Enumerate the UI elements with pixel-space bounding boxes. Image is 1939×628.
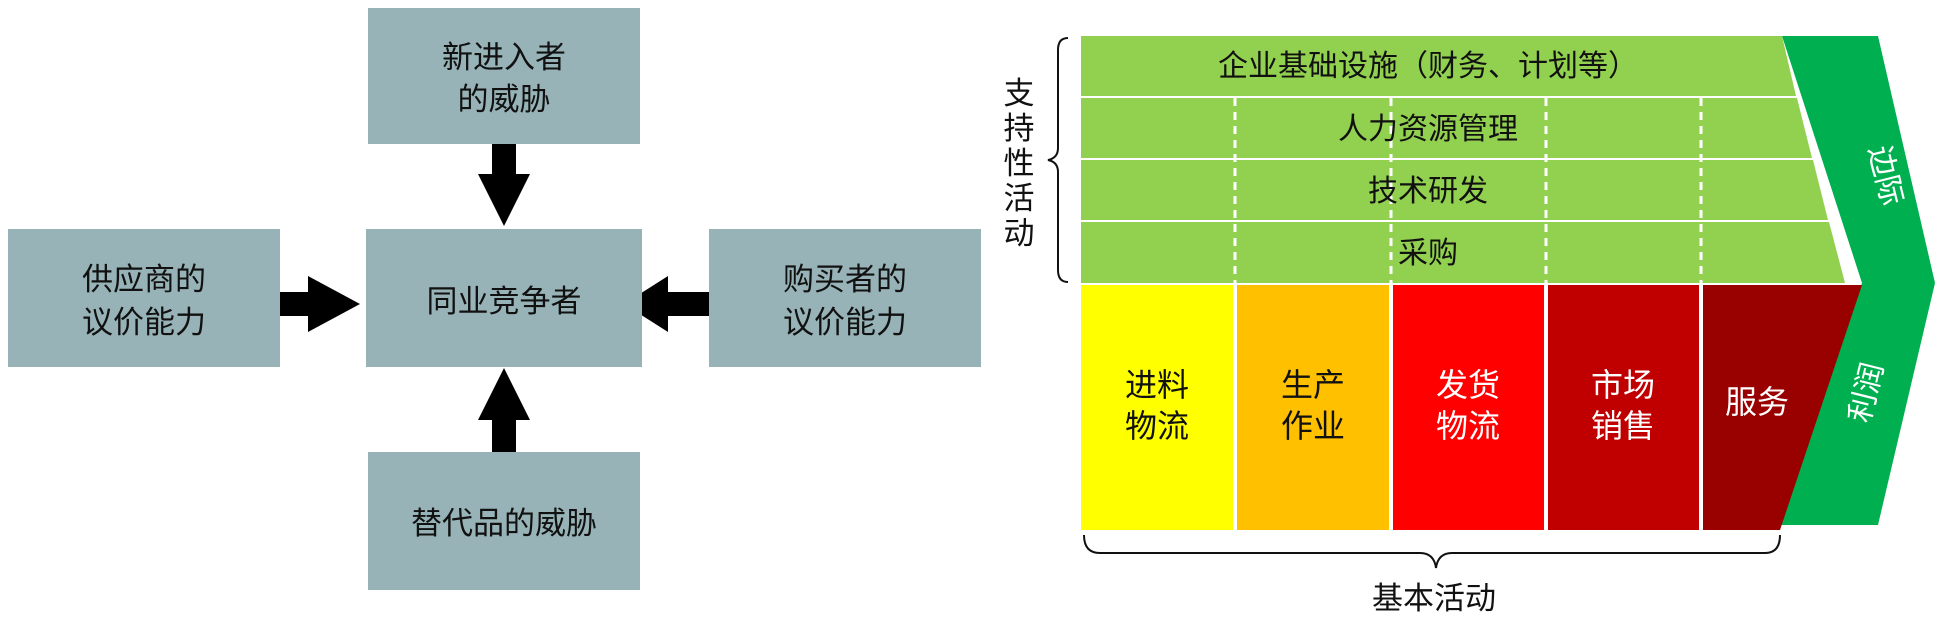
primary-activity-inbound-logistics	[1081, 285, 1233, 530]
primary-activity-service	[1703, 285, 1862, 530]
support-row-procurement	[1081, 222, 1845, 283]
primary-activity-outbound-logistics	[1393, 285, 1544, 530]
primary-activity-label: 进料	[1125, 366, 1189, 404]
arrow-new-entrants-to-rivals	[478, 134, 530, 226]
substitutes-box: 替代品的威胁	[368, 452, 640, 590]
arrow-suppliers-to-rivals	[270, 276, 360, 332]
basic-activities-caption: 基本活动	[1083, 534, 1781, 617]
new-entrants-box: 新进入者 的威胁	[368, 8, 640, 144]
new-entrants-label-line2: 的威胁	[458, 82, 551, 118]
primary-activity-label: 物流	[1125, 407, 1189, 445]
substitutes-label: 替代品的威胁	[411, 506, 597, 542]
new-entrants-label-line1: 新进入者	[442, 40, 566, 76]
support-label-char: 支	[1004, 76, 1035, 112]
primary-activities: 进料 物流 生产 作业 发货 物流 市场 销售 服务	[1081, 285, 1862, 530]
arrow-substitutes-to-rivals	[478, 368, 530, 462]
support-dividers	[1233, 98, 1703, 283]
support-label-char: 持	[1004, 111, 1035, 147]
primary-activity-label: 服务	[1725, 383, 1789, 421]
primary-activity-label: 销售	[1591, 407, 1655, 445]
support-activity-label: 技术研发	[1368, 174, 1488, 209]
support-label-char: 动	[1004, 216, 1035, 252]
support-activities-caption: 支 持 性 活 动	[1004, 37, 1069, 283]
suppliers-label-line1: 供应商的	[82, 262, 206, 298]
primary-activity-label: 物流	[1436, 407, 1500, 445]
primary-activity-label: 市场	[1591, 366, 1655, 404]
support-activity-label: 企业基础设施（财务、计划等）	[1218, 49, 1638, 84]
suppliers-box: 供应商的 议价能力	[8, 229, 280, 367]
support-activities: 企业基础设施（财务、计划等） 人力资源管理 技术研发 采购	[1081, 36, 1845, 283]
basic-activities-label: 基本活动	[1372, 581, 1496, 617]
buyers-label-line1: 购买者的	[783, 262, 907, 298]
support-activity-label: 人力资源管理	[1338, 112, 1518, 147]
support-brace	[1047, 37, 1069, 283]
margin-chevron	[1780, 36, 1935, 525]
value-chain-model: 边际 利润 企业基础设施（财务、计划等） 人力资源管理 技术研发 采购	[1004, 36, 1935, 617]
primary-activity-operations	[1237, 285, 1389, 530]
support-row-hr	[1081, 98, 1812, 158]
support-label-char: 活	[1004, 181, 1035, 217]
support-row-tech	[1081, 160, 1828, 220]
suppliers-label-line2: 议价能力	[82, 305, 206, 341]
primary-activity-label: 作业	[1281, 407, 1345, 445]
rivals-label: 同业竞争者	[427, 284, 582, 320]
support-label-char: 性	[1004, 146, 1035, 182]
support-row-infrastructure	[1081, 36, 1796, 96]
five-forces-model: 新进入者 的威胁 供应商的 议价能力 同业竞争者 购买者的 议价能力 替代品的威…	[8, 8, 981, 590]
basic-brace	[1083, 534, 1781, 569]
rivals-box: 同业竞争者	[366, 229, 642, 367]
primary-activity-label: 发货	[1436, 366, 1500, 404]
primary-activity-label: 生产	[1281, 366, 1345, 404]
support-activity-label: 采购	[1398, 236, 1458, 271]
buyers-box: 购买者的 议价能力	[709, 229, 981, 367]
primary-activity-marketing-sales	[1548, 285, 1699, 530]
buyers-label-line2: 议价能力	[783, 305, 907, 341]
